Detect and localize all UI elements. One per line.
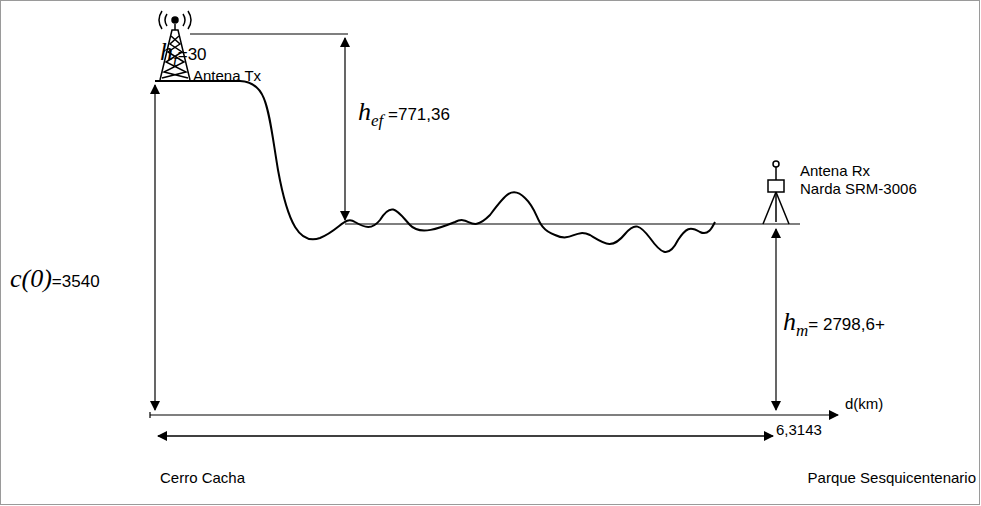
rx-tripod (763, 161, 789, 224)
height-label: hef =771,36 (358, 98, 450, 131)
height-label: c(0)=3540 (10, 265, 100, 294)
antenna-label: Antena Rx (800, 163, 870, 180)
height-label: ht=30 (160, 38, 207, 71)
height-label: hm= 2798,6+ (783, 308, 885, 341)
antenna-label: Antena Tx (193, 68, 261, 85)
distance-label: 6,3143 (776, 422, 822, 439)
place-label: Cerro Cacha (160, 470, 245, 487)
place-label: Parque Sesquicentenario (808, 470, 976, 487)
device-label: Narda SRM-3006 (800, 181, 917, 198)
axis-label: d(km) (845, 396, 883, 413)
